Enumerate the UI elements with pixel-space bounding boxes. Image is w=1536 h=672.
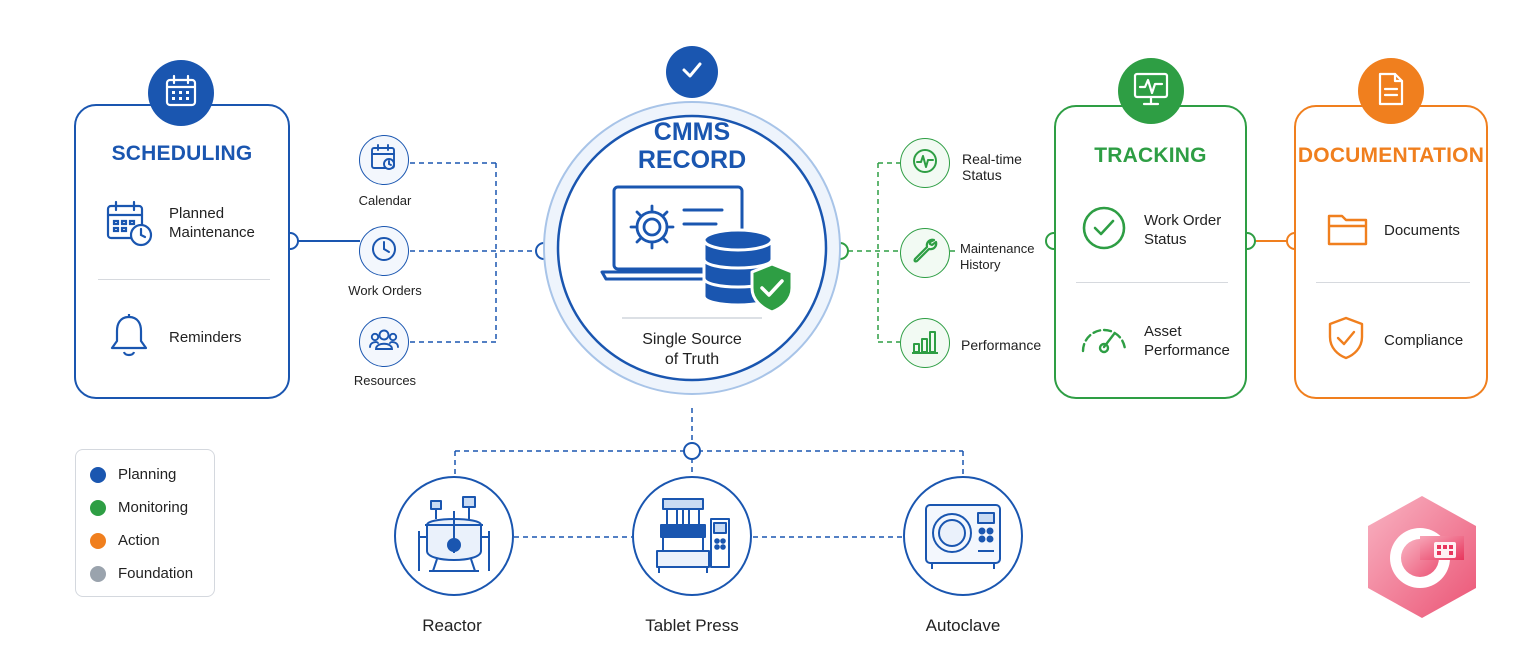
reactor-icon (411, 491, 497, 582)
legend-item-planning: Planning (90, 466, 176, 483)
work-orders-node[interactable] (359, 226, 409, 276)
scheduling-card: SCHEDULING Planned Maintenance Reminders (74, 104, 290, 399)
cmms-subtitle: Single Source of Truth (642, 331, 742, 368)
brand-logo-icon (1358, 492, 1486, 629)
scheduling-badge (148, 60, 214, 126)
tracking-badge (1118, 58, 1184, 124)
tablet-press-icon (649, 491, 735, 582)
bell-icon (108, 313, 150, 364)
tracking-card: TRACKING Work Order Status Asset Perform… (1054, 105, 1247, 399)
shield-check-icon (1326, 315, 1366, 366)
compliance-label: Compliance (1384, 332, 1464, 349)
resources-node[interactable] (359, 317, 409, 367)
check-circle-icon (1080, 204, 1128, 257)
laptop-database-shield-icon (600, 184, 796, 319)
tablet-press-label: Tablet Press (645, 616, 739, 635)
autoclave-icon (920, 491, 1006, 582)
tracking-divider (1076, 282, 1228, 283)
clock-icon (369, 234, 399, 269)
work-orders-node-label: Work Orders (348, 283, 422, 298)
planned-maintenance-label: Planned Maintenance (169, 205, 255, 241)
checkmark-icon (678, 56, 706, 89)
calendar-icon (369, 143, 399, 178)
legend-item-foundation: Foundation (90, 565, 193, 582)
documentation-badge (1358, 58, 1424, 124)
real-time-status-label: Real-time Status (962, 151, 1022, 183)
resources-node-label: Resources (353, 373, 417, 388)
tablet-press-node[interactable] (632, 476, 752, 596)
bar-chart-icon (910, 326, 940, 361)
reminders-label: Reminders (169, 329, 242, 346)
legend-label: Planning (118, 466, 177, 483)
scheduling-divider (98, 279, 270, 280)
wrench-icon (910, 236, 940, 271)
performance-node[interactable] (900, 318, 950, 368)
documentation-title: DOCUMENTATION (1297, 144, 1485, 167)
calendar-node[interactable] (359, 135, 409, 185)
documentation-divider (1316, 282, 1470, 283)
pulse-icon (910, 146, 940, 181)
calendar-node-label: Calendar (358, 193, 412, 208)
legend-dot (90, 466, 106, 483)
legend-label: Monitoring (118, 499, 189, 516)
monitor-pulse-icon (1132, 71, 1170, 112)
legend-dot (90, 565, 106, 582)
tracking-title: TRACKING (1094, 144, 1207, 167)
legend-item-monitoring: Monitoring (90, 499, 188, 516)
asset-performance-label: Asset Performance (1144, 323, 1230, 359)
reactor-node[interactable] (394, 476, 514, 596)
scheduling-title: SCHEDULING (111, 142, 253, 165)
calendar-clock-icon (104, 198, 156, 255)
legend-item-action: Action (90, 532, 160, 549)
legend-label: Foundation (118, 565, 194, 582)
legend: Planning Monitoring Action Foundation (75, 449, 215, 597)
maintenance-history-label: Maintenance History (960, 241, 1035, 272)
cmms-title: CMMS RECORD (637, 118, 747, 174)
gauge-icon (1078, 317, 1130, 362)
maintenance-history-node[interactable] (900, 228, 950, 278)
documentation-card: DOCUMENTATION Documents Compliance (1294, 105, 1488, 399)
legend-label: Action (118, 532, 160, 549)
work-order-status-label: Work Order Status (1144, 212, 1222, 248)
documents-label: Documents (1384, 222, 1460, 239)
reactor-label: Reactor (422, 616, 482, 635)
cmms-badge (666, 46, 718, 98)
legend-dot (90, 499, 106, 516)
real-time-status-node[interactable] (900, 138, 950, 188)
calendar-icon (164, 74, 198, 113)
performance-label: Performance (961, 337, 1042, 353)
legend-dot (90, 532, 106, 549)
autoclave-label: Autoclave (925, 616, 1001, 635)
folder-icon (1326, 210, 1370, 253)
autoclave-node[interactable] (903, 476, 1023, 596)
people-icon (368, 325, 400, 360)
document-icon (1375, 71, 1407, 112)
